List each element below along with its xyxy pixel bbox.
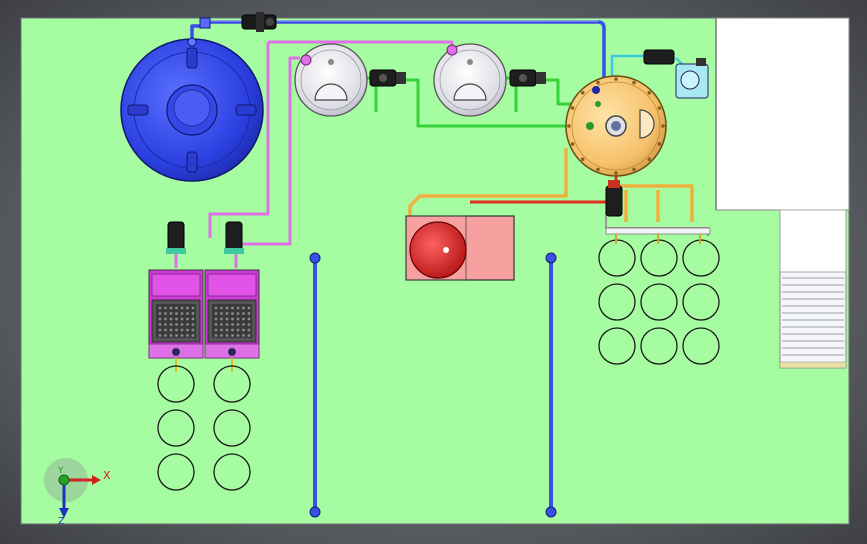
reactor-discharge-pump[interactable]	[605, 180, 623, 217]
drum	[157, 409, 195, 447]
drum-group-left	[157, 365, 251, 491]
cooling-tower-pump-left[interactable]	[166, 221, 186, 254]
drum	[213, 453, 251, 491]
drum	[682, 283, 720, 321]
drum	[640, 327, 678, 365]
pressure-vessel-left[interactable]	[294, 43, 368, 117]
blue-line-pump[interactable]	[241, 12, 277, 32]
support-pole-left	[309, 252, 321, 518]
axis-y-label: Y	[57, 466, 64, 476]
cooling-tower-fill-texture	[158, 306, 251, 337]
vessel-left-pump[interactable]	[369, 69, 406, 87]
drum	[598, 327, 636, 365]
drum-manifold	[605, 227, 711, 244]
orange-pipe-line	[408, 148, 694, 222]
drum	[213, 409, 251, 447]
pressure-vessel-right[interactable]	[433, 43, 507, 117]
staircase	[779, 209, 847, 369]
cooling-tower-pump-right[interactable]	[224, 221, 244, 254]
vessel-right-pump[interactable]	[509, 69, 546, 87]
drum	[213, 365, 251, 403]
drum	[157, 453, 195, 491]
drum	[682, 327, 720, 365]
storage-tank[interactable]	[120, 37, 264, 182]
drum	[157, 365, 195, 403]
support-pole-right	[545, 252, 557, 518]
heater-unit[interactable]	[405, 215, 515, 281]
axis-x-label: X	[103, 469, 111, 482]
axis-z-label: Z	[58, 516, 65, 527]
drum	[598, 283, 636, 321]
main-reactor[interactable]	[565, 75, 667, 177]
building-block	[715, 17, 850, 211]
reactor-instrument-unit[interactable]	[643, 49, 709, 99]
axis-triad[interactable]: X Y Z	[44, 458, 111, 527]
reactor-bolt-ring	[567, 77, 665, 175]
blue-line-valve[interactable]	[199, 17, 211, 29]
drum	[640, 283, 678, 321]
